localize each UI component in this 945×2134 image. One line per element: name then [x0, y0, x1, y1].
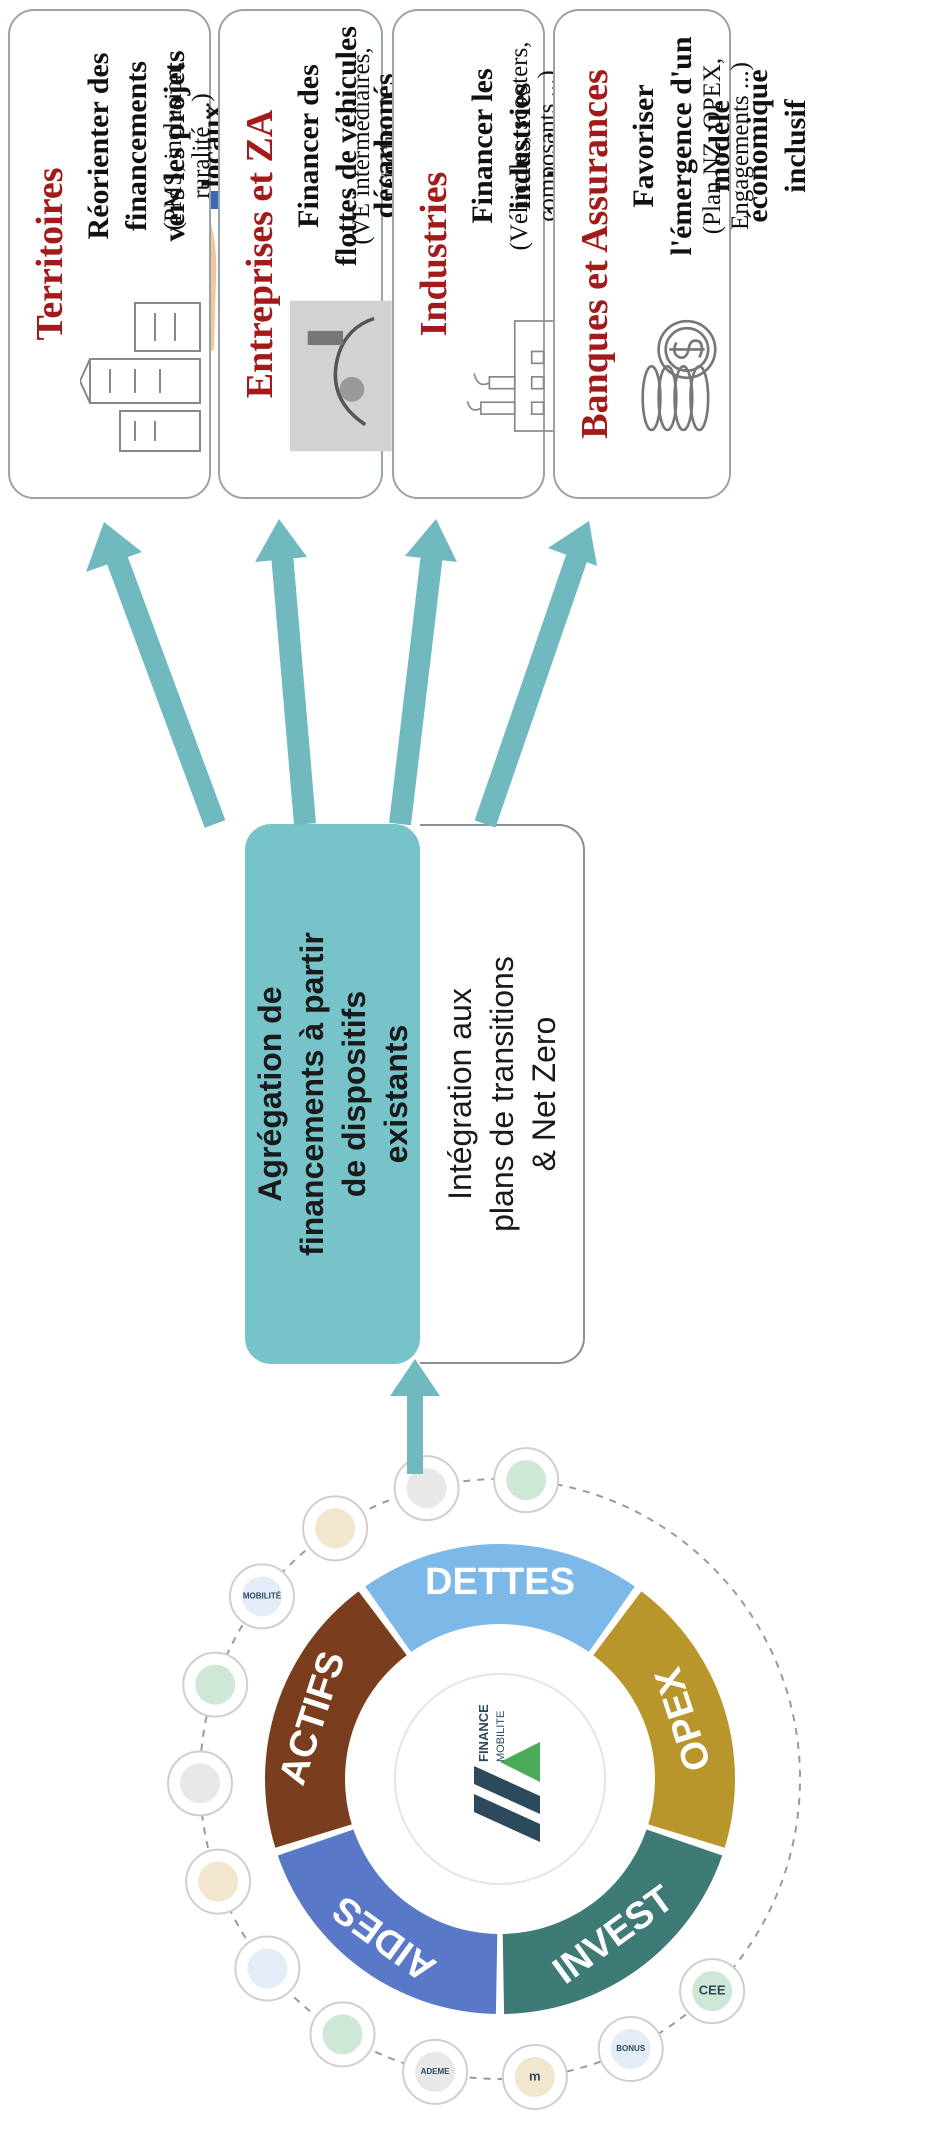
wheel-segment-dettes: [365, 1544, 635, 1653]
coins-dollar-icon: [641, 319, 717, 432]
mobility-badge: MOBILITÉ: [228, 1563, 295, 1630]
arrow-to-territoires: [86, 522, 226, 828]
card-note: (Plan NZ, OPEX, Engagements ...): [699, 57, 754, 235]
m-badge: m: [501, 2043, 568, 2110]
finance-mobilite-logo: FINANCE MOBILITE: [474, 1704, 540, 1842]
arrow-to-banques: [474, 521, 597, 828]
arrow-to-industries: [389, 519, 457, 826]
card-title: Territoires: [29, 167, 71, 341]
aggregation-line3: de dispositifs: [335, 990, 372, 1198]
credit-badge: [493, 1447, 560, 1514]
logo-line1: FINANCE: [476, 1704, 491, 1762]
city-buildings-icon: [80, 302, 201, 452]
ademe-badge: ADEME: [402, 2038, 469, 2105]
aggregation-line4: existants: [377, 1024, 414, 1164]
phone-badge: [309, 2001, 376, 2068]
card-industries: Industries Financer les industries écolo…: [392, 9, 575, 499]
arrow-to-entreprises: [255, 519, 316, 825]
badge-label: m: [529, 2068, 541, 2083]
badge-label: MOBILITÉ: [243, 1591, 282, 1600]
aggregation-line1: Agrégation de: [251, 986, 288, 1202]
loan-badge: [182, 1651, 249, 1718]
eco-badge: [234, 1935, 301, 2002]
wheel-segment-aides: [277, 1829, 498, 2014]
cee-badge: CEE: [679, 1958, 746, 2025]
wheel-segment-actifs: [265, 1591, 407, 1848]
logo-line2: MOBILITE: [495, 1711, 507, 1762]
wheel-segment-opex: [593, 1591, 735, 1848]
card-territoires: Territoires Réorienter des financements …: [8, 9, 229, 499]
wheel-segment-invest: [502, 1829, 723, 2014]
integration-box: Intégration aux plans de transitions & N…: [420, 824, 585, 1364]
aggregation-line2: financements à partir: [293, 932, 330, 1256]
arrow-wheel-to-aggregation: [390, 1359, 440, 1474]
card-desc-line1: Réorienter des financements: [82, 52, 153, 240]
card-banques: Banques et Assurances Favoriser l'émerge…: [553, 9, 812, 499]
card-title: Banques et Assurances: [574, 69, 616, 439]
integration-line1: Intégration aux: [441, 988, 478, 1200]
bonus-badge: BONUS: [597, 2016, 664, 2083]
integration-line2: plans de transitions: [483, 956, 520, 1232]
database-badge: [185, 1848, 252, 1915]
aggregation-box: Agrégation de financements à partir de d…: [245, 824, 420, 1364]
card-note: (PMS, inclusion, ruralité ...): [160, 61, 215, 231]
card-title: Entreprises et ZA: [239, 109, 281, 399]
badge-label: BONUS: [616, 2044, 646, 2053]
bank-badge: [302, 1495, 369, 1562]
card-title: Industries: [413, 171, 455, 337]
badge-label: CEE: [699, 1983, 726, 1998]
wheel-segment-label: DETTES: [425, 1561, 575, 1603]
card-entreprises: Entreprises et ZA Financer des flottes d…: [218, 9, 403, 499]
ev-charging-icon: [290, 300, 392, 452]
fan-arrows: [86, 519, 597, 828]
document-badge: [167, 1750, 234, 1817]
badge-label: ADEME: [421, 2067, 451, 2076]
integration-line3: & Net Zero: [525, 1016, 562, 1172]
